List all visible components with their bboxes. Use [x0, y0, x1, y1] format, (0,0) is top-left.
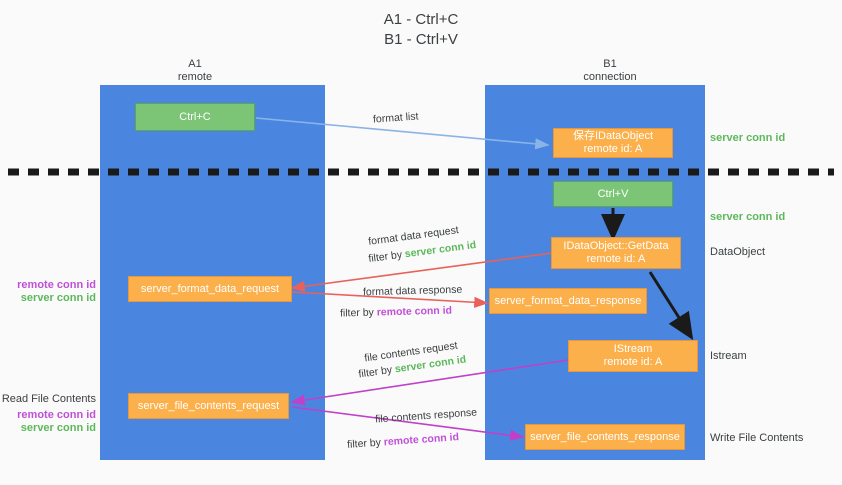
title-line-1: A1 - Ctrl+C [383, 11, 459, 28]
box-save-idataobject-line-1: 保存IDataObject [572, 130, 654, 142]
right-label-server-conn-id-2: server conn id [710, 211, 786, 223]
edge-label-format-list: format list [372, 110, 419, 126]
edge-label-format-data-response: format data response [362, 283, 463, 299]
box-ctrl-v[interactable]: Ctrl+V [553, 181, 673, 207]
box-idataobject-getdata-line-1: IDataObject::GetData [563, 240, 669, 252]
title-line-2: B1 - Ctrl+V [384, 31, 458, 48]
box-ctrl-c[interactable]: Ctrl+C [135, 103, 255, 131]
box-server-file-contents-response[interactable]: server_file_contents_response [525, 424, 685, 450]
box-server-file-contents-request[interactable]: server_file_contents_request [128, 393, 289, 419]
left-label-remote-conn-id-1: remote conn id [17, 279, 96, 291]
column-a1-role: remote [177, 71, 213, 83]
diagram-title: A1 - Ctrl+C B1 - Ctrl+V [0, 10, 842, 50]
box-save-idataobject-line-2: remote id: A [583, 143, 643, 155]
box-idataobject-getdata-line-2: remote id: A [586, 253, 646, 265]
edge-label-format-data-request-filter-prefix: filter by [367, 248, 406, 266]
box-server-file-contents-request-label: server_file_contents_request [137, 399, 280, 412]
edge-label-file-contents-request-filter-prefix: filter by [357, 363, 396, 381]
box-ctrl-v-label: Ctrl+V [597, 187, 629, 200]
box-server-format-data-response-label: server_format_data_response [494, 294, 642, 307]
box-server-format-data-request[interactable]: server_format_data_request [128, 276, 292, 302]
left-label-read-file-contents: Read File Contents [1, 393, 96, 405]
right-label-istream: Istream [710, 350, 747, 362]
edge-label-format-data-response-filter: filter by remote conn id [340, 304, 452, 321]
box-idataobject-getdata[interactable]: IDataObject::GetData remote id: A [551, 237, 681, 269]
column-a1-name: A1 [188, 58, 202, 70]
left-label-server-conn-id-2: server conn id [20, 422, 96, 434]
edge-label-format-data-response-filter-prefix: filter by [339, 306, 377, 320]
edge-label-file-contents-response-filter: filter by remote conn id [347, 430, 460, 452]
box-istream-line-1: IStream [613, 343, 653, 355]
column-b1-name: B1 [603, 58, 617, 70]
right-label-write-file-contents: Write File Contents [710, 432, 804, 444]
edge-label-file-contents-response-filter-value: remote conn id [383, 431, 460, 449]
edge-label-file-contents-response-filter-prefix: filter by [346, 436, 385, 451]
edge-label-file-contents-response: file contents response [374, 406, 478, 426]
right-label-data-object: DataObject [710, 246, 766, 258]
box-server-format-data-request-label: server_format_data_request [140, 282, 280, 295]
box-istream[interactable]: IStream remote id: A [568, 340, 698, 372]
box-save-idataobject[interactable]: 保存IDataObject remote id: A [553, 128, 673, 158]
box-istream-line-2: remote id: A [603, 356, 663, 368]
column-b1-role: connection [583, 71, 637, 83]
right-label-server-conn-id-1: server conn id [710, 132, 786, 144]
left-label-server-conn-id-1: server conn id [20, 292, 96, 304]
left-label-remote-conn-id-2: remote conn id [17, 409, 96, 421]
box-server-file-contents-response-label: server_file_contents_response [530, 430, 680, 443]
box-ctrl-c-label: Ctrl+C [179, 110, 211, 123]
box-server-format-data-response[interactable]: server_format_data_response [489, 288, 647, 314]
edge-label-format-data-response-filter-value: remote conn id [376, 304, 453, 319]
column-header-a1: A1 remote [130, 58, 260, 84]
column-header-b1: B1 connection [545, 58, 675, 84]
